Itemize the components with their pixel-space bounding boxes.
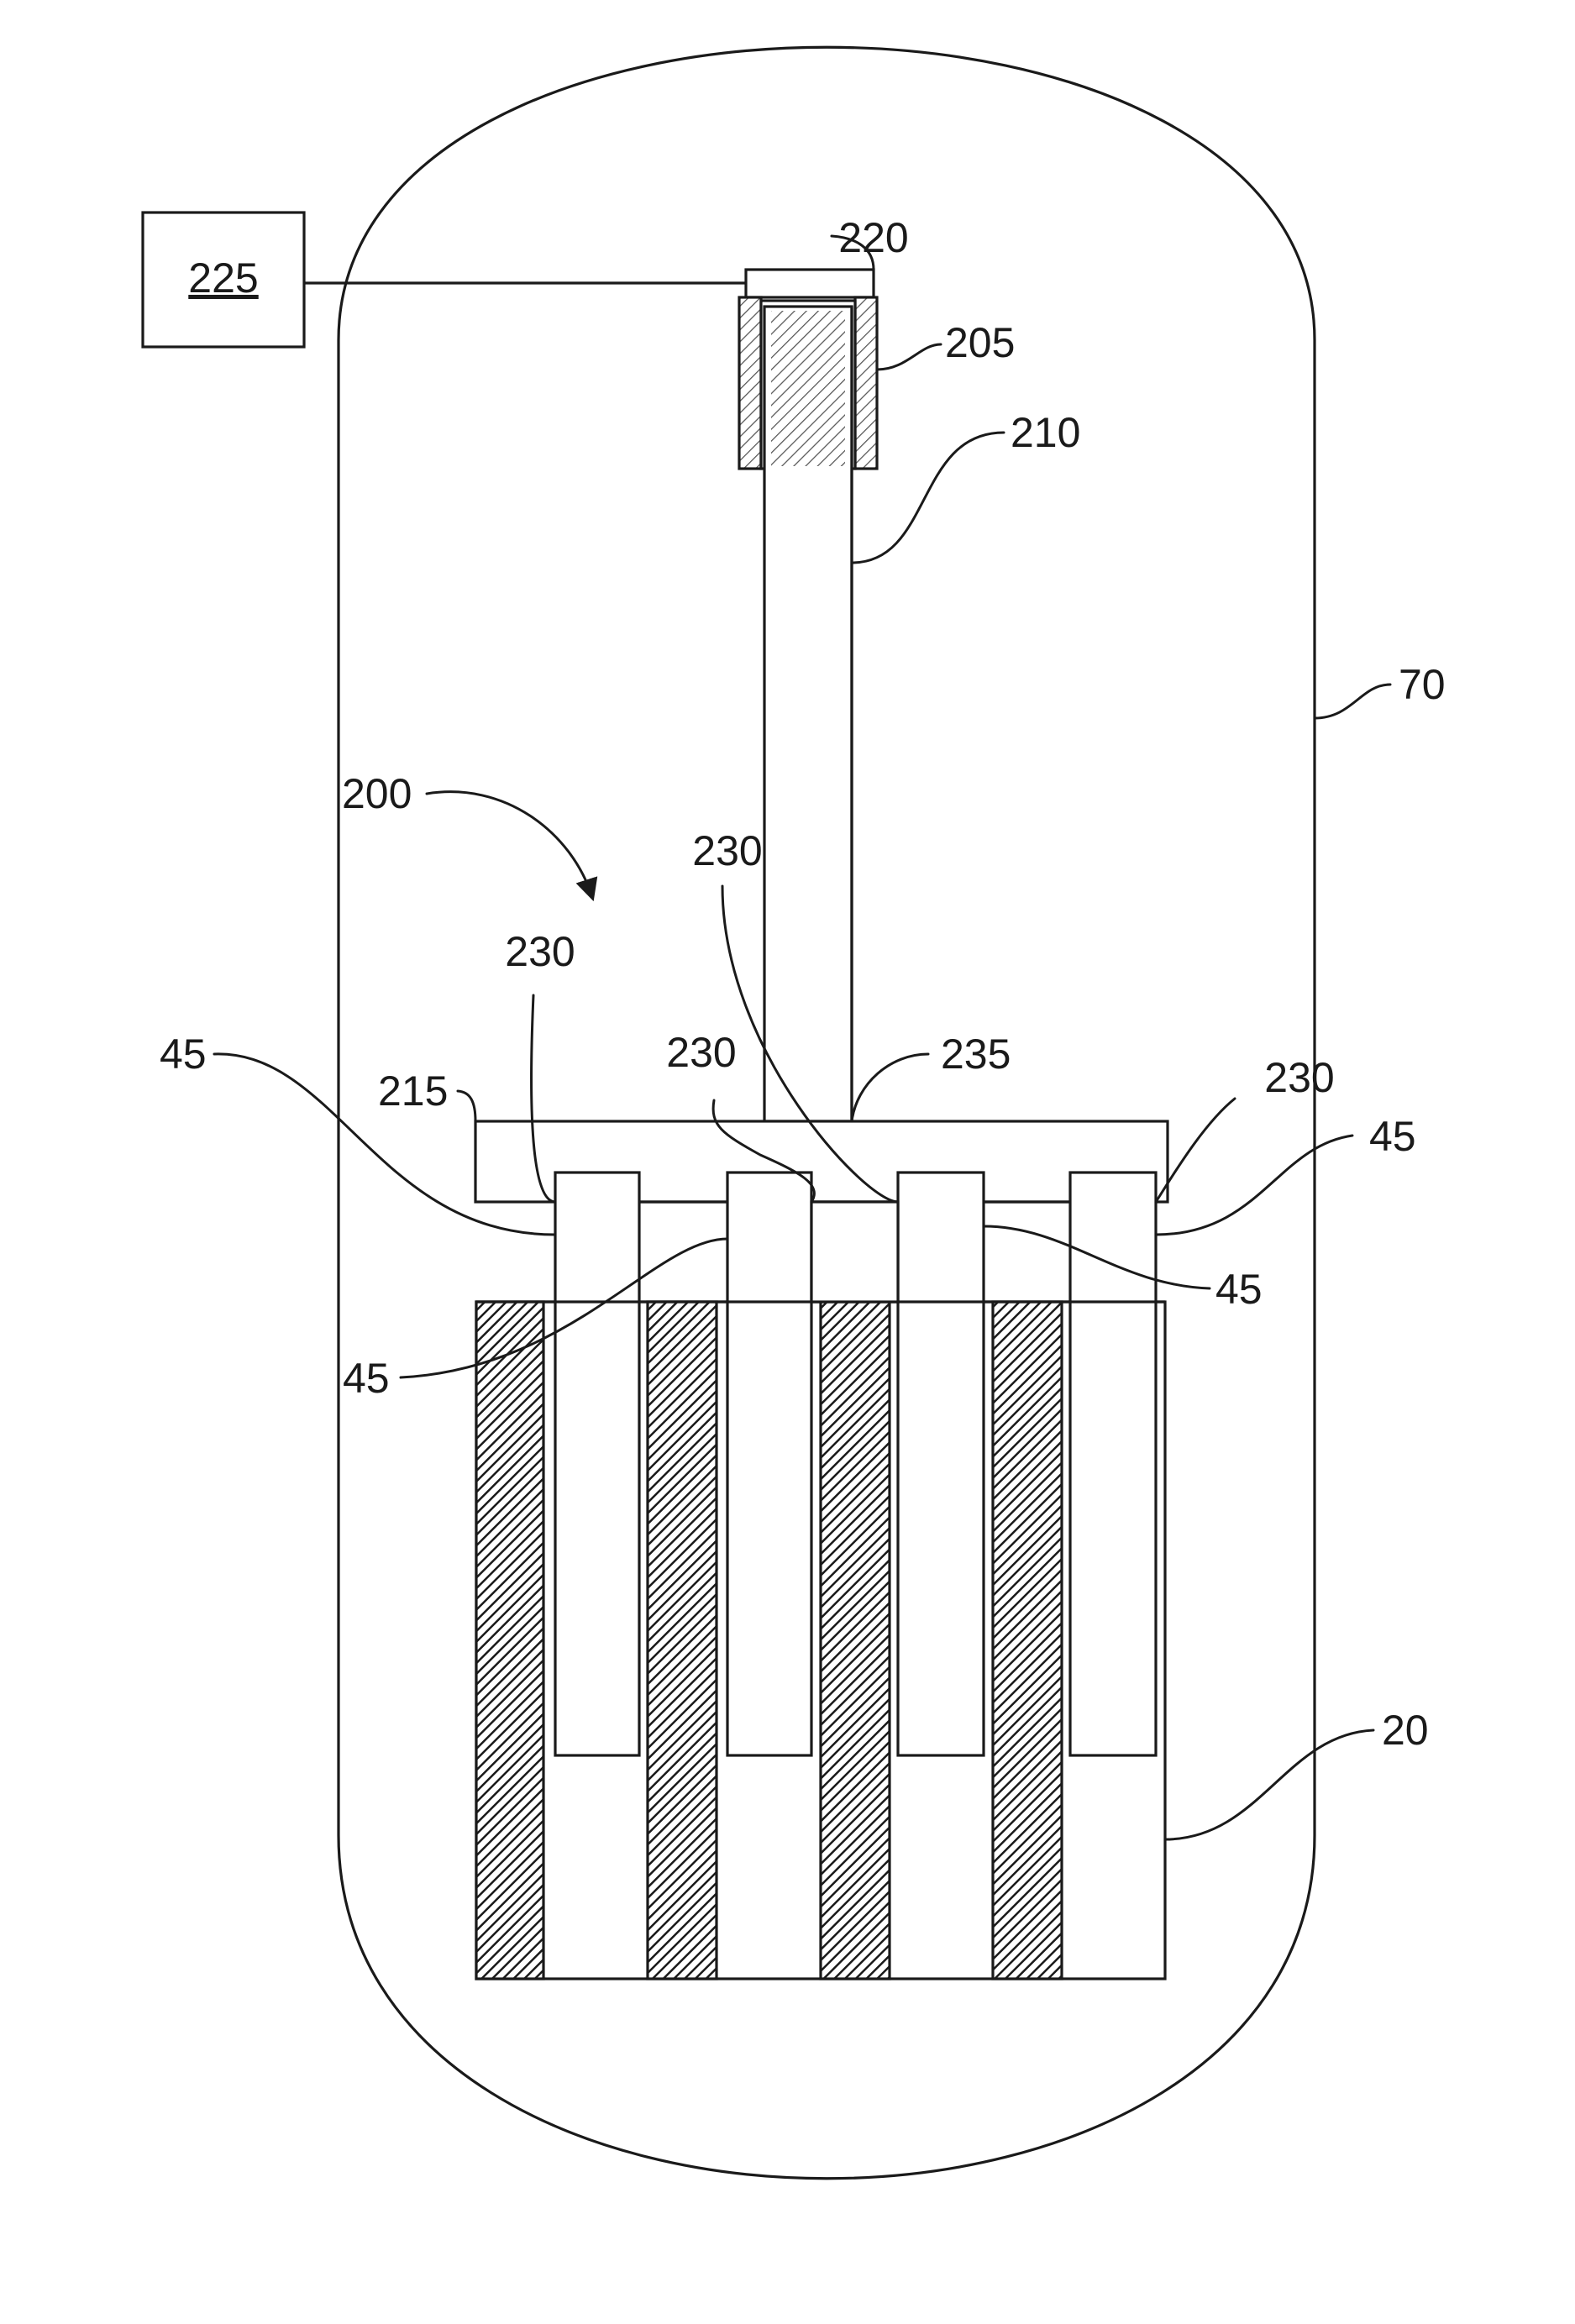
leader-205 <box>877 344 941 370</box>
drive-coil-left <box>739 297 761 469</box>
label-200: 200 <box>342 770 412 817</box>
label-45-c: 45 <box>1215 1266 1263 1313</box>
control-rod-1 <box>555 1172 639 1755</box>
label-225: 225 <box>188 254 258 302</box>
leader-215 <box>458 1091 475 1121</box>
drive-coil-right <box>855 297 877 469</box>
arrow-200 <box>427 792 592 897</box>
fuel-column-3 <box>821 1302 890 1979</box>
label-210: 210 <box>1011 409 1080 456</box>
control-rod-4 <box>1070 1172 1156 1755</box>
leader-235 <box>852 1054 928 1121</box>
label-45-d: 45 <box>343 1355 390 1402</box>
label-45-b: 45 <box>1369 1113 1416 1160</box>
label-230-d: 230 <box>1264 1054 1334 1101</box>
leader-20 <box>1165 1730 1373 1839</box>
label-20: 20 <box>1382 1707 1429 1754</box>
label-235: 235 <box>941 1031 1011 1078</box>
label-230-b: 230 <box>692 827 762 874</box>
actuator-cap <box>746 270 874 297</box>
label-230-a: 230 <box>505 928 575 975</box>
control-rod-3 <box>898 1172 984 1755</box>
label-215: 215 <box>378 1068 448 1115</box>
fuel-column-1 <box>476 1302 543 1979</box>
leader-45-b <box>1156 1136 1352 1235</box>
label-220: 220 <box>838 214 908 261</box>
label-230-c: 230 <box>666 1029 736 1076</box>
rod-mid-block <box>811 1202 898 1302</box>
label-70: 70 <box>1399 661 1446 708</box>
leader-70 <box>1315 685 1390 718</box>
label-45-a: 45 <box>160 1031 207 1078</box>
fuel-column-4 <box>993 1302 1062 1979</box>
drive-shaft-magnetic-core <box>771 311 845 466</box>
fuel-column-2 <box>648 1302 717 1979</box>
label-205: 205 <box>945 319 1015 366</box>
control-rod-2 <box>727 1172 811 1755</box>
